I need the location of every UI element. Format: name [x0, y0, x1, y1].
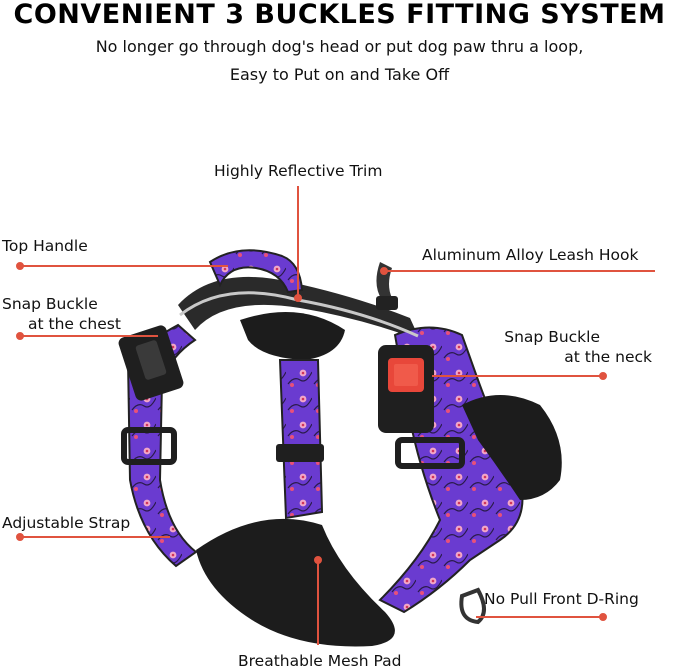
neck-buckle [378, 345, 434, 433]
back-mesh [240, 312, 345, 360]
label-chest-buckle-2: at the chest [28, 315, 121, 333]
dot-adjustable-strap [16, 533, 24, 541]
middle-strap [276, 359, 324, 520]
subheadline-line-1: No longer go through dog's head or put d… [95, 37, 584, 56]
label-adjustable-strap: Adjustable Strap [2, 514, 131, 532]
dot-chest-buckle [16, 332, 24, 340]
subheadline-line-2: Easy to Put on and Take Off [229, 65, 450, 84]
label-front-ring: No Pull Front D-Ring [484, 590, 639, 608]
label-neck-buckle-2: at the neck [564, 348, 652, 366]
label-top-handle: Top Handle [2, 237, 88, 255]
dot-leash-hook [380, 267, 388, 275]
headline: CONVENIENT 3 BUCKLES FITTING SYSTEM [13, 0, 666, 30]
dot-neck-buckle [599, 372, 607, 380]
dot-mesh-pad [314, 556, 322, 564]
dot-reflective-trim [294, 294, 302, 302]
mesh-pad [196, 518, 395, 647]
front-d-ring [459, 587, 486, 625]
left-slider [121, 427, 177, 465]
label-chest-buckle-1: Snap Buckle [2, 295, 98, 313]
label-reflective-trim: Highly Reflective Trim [214, 162, 383, 180]
label-mesh-pad: Breathable Mesh Pad [238, 652, 402, 670]
dot-top-handle [16, 262, 24, 270]
neck-slider [395, 437, 465, 469]
label-leash-hook: Aluminum Alloy Leash Hook [422, 246, 639, 264]
dot-front-ring [599, 613, 607, 621]
chest-buckle [118, 325, 184, 401]
neck-pad [462, 395, 562, 500]
label-neck-buckle-1: Snap Buckle [504, 328, 600, 346]
middle-slider [276, 444, 324, 462]
